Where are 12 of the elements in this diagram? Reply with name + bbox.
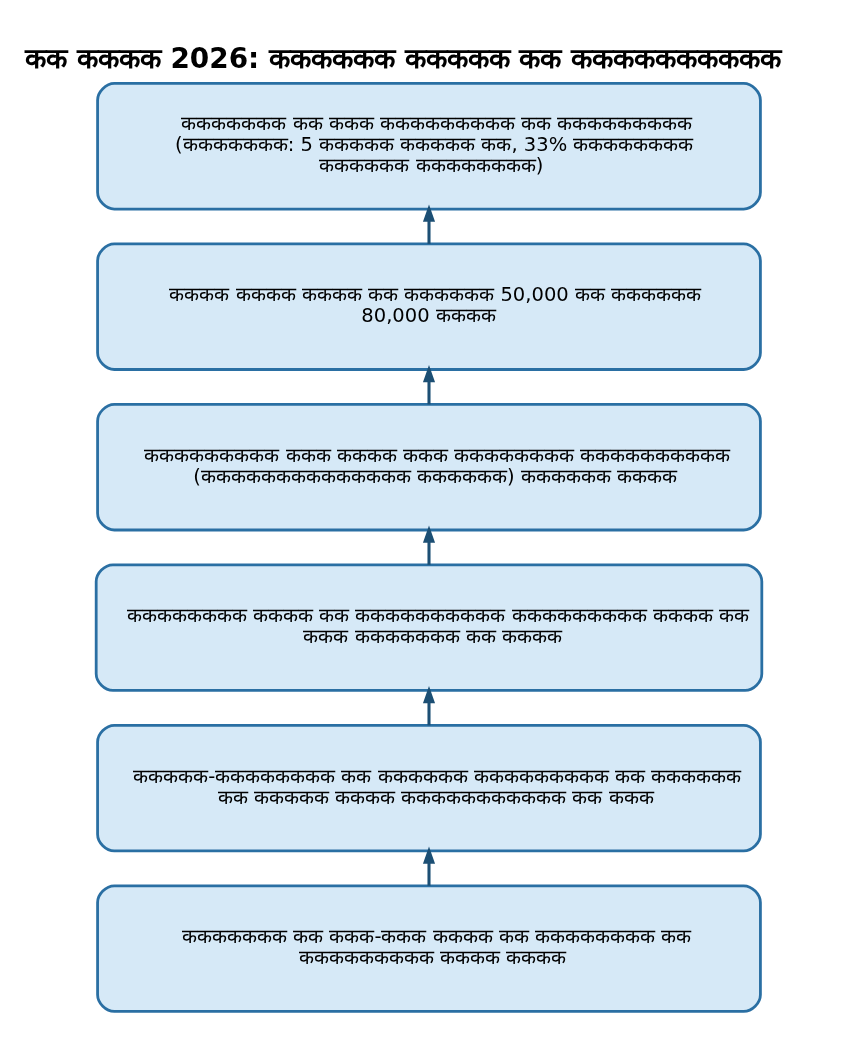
node-box: ककककककक कक ककक-ककक कककक कक कककककककक कक ककककककककक कककक कककक xyxy=(96,884,762,1013)
node-box: ककककककककक ककक कककक ककक कककककककक कककककककककक (कककककककककककककक कककककक) कककककक कककक xyxy=(96,403,762,532)
arrow xyxy=(422,685,436,726)
node-box: ककककककक कक ककक ककककककककक कक ककककककककक (ककककककक: 5 ककककक ककककक कक, 33% कककककककक कककककक कककककककक) xyxy=(96,82,762,211)
node-box: ककककक-कककककककक कक कककककक ककककककककक कक कककककक कक ककककक कककक ककककककककककक कक ककक xyxy=(96,723,762,853)
arrow xyxy=(422,204,436,244)
node-box: कककक कककक कककक कक कककककक 50,000 कक कककककक 80,000 कककक xyxy=(96,242,762,371)
arrow xyxy=(422,846,436,886)
diagram-title: कक कककक 2026: कककककक ककककक कक कककककककककक xyxy=(25,42,782,76)
arrow xyxy=(422,525,436,565)
arrow xyxy=(422,364,436,405)
node-box: कककककककक कककक कक कककककककककक ककककककककक कककक कक ककक ककककककक कक कककक xyxy=(94,563,764,692)
